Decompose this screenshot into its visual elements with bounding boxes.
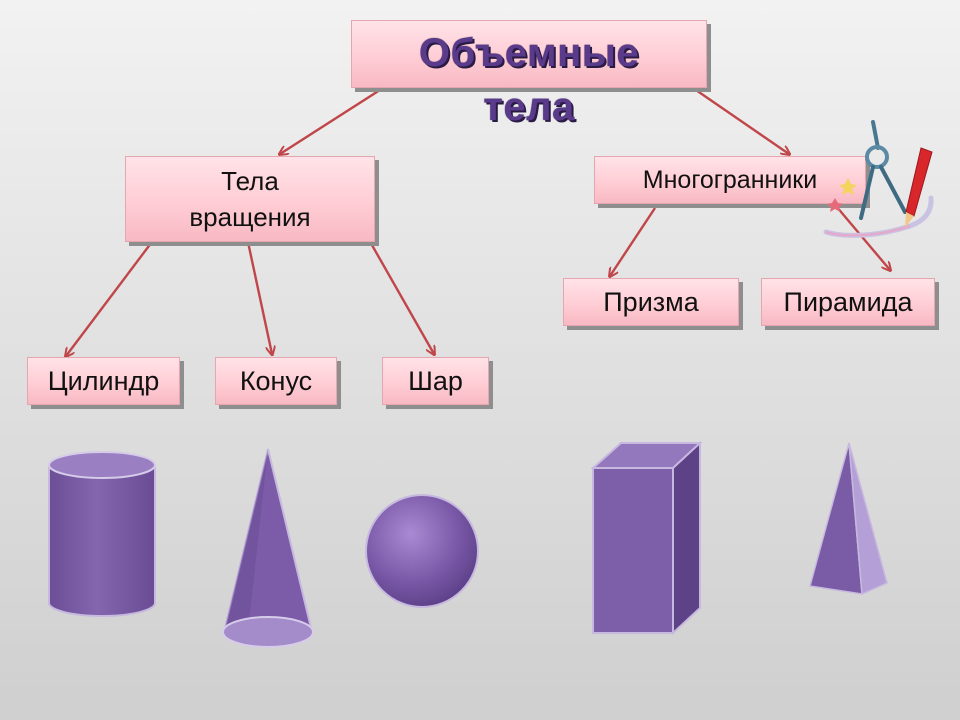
prism-label: Призма: [603, 286, 699, 317]
title-line-1: Объемные: [418, 31, 640, 75]
cylinder-label: Цилиндр: [47, 365, 160, 396]
arrow-title-to-rotation: [280, 86, 384, 154]
title-text: Объемные тела: [351, 26, 707, 134]
title-line-2: тела: [483, 85, 575, 129]
compass-and-pencil-icon: [823, 120, 934, 238]
arrow-polyhedra-to-prism: [610, 207, 657, 276]
arrow-title-to-polyhedra: [692, 87, 789, 154]
cone-label: Конус: [239, 365, 313, 396]
prism-box: Призма: [563, 278, 739, 326]
pyramid-box: Пирамида: [761, 278, 935, 326]
pyramid-shape: [809, 442, 888, 596]
arrow-rotation-to-cone: [246, 241, 272, 354]
polyhedra-label: Многогранники: [642, 165, 818, 194]
cylinder-shape: [48, 451, 156, 617]
title-box: [351, 20, 707, 88]
sphere-shape: [365, 494, 479, 608]
pyramid-label: Пирамида: [783, 286, 913, 317]
rotation-line-2: вращения: [189, 202, 311, 232]
cone-shape: [222, 448, 314, 648]
sphere-label: Шар: [408, 365, 463, 396]
arrow-polyhedra-to-pyramid: [835, 205, 890, 270]
cylinder-box: Цилиндр: [27, 357, 180, 405]
rotation-bodies-box: Тела вращения: [125, 156, 375, 242]
rotation-line-1: Тела: [221, 166, 279, 196]
sphere-box: Шар: [382, 357, 489, 405]
cone-box: Конус: [215, 357, 337, 405]
prism-shape: [590, 440, 703, 636]
polyhedra-box: Многогранники: [594, 156, 866, 204]
